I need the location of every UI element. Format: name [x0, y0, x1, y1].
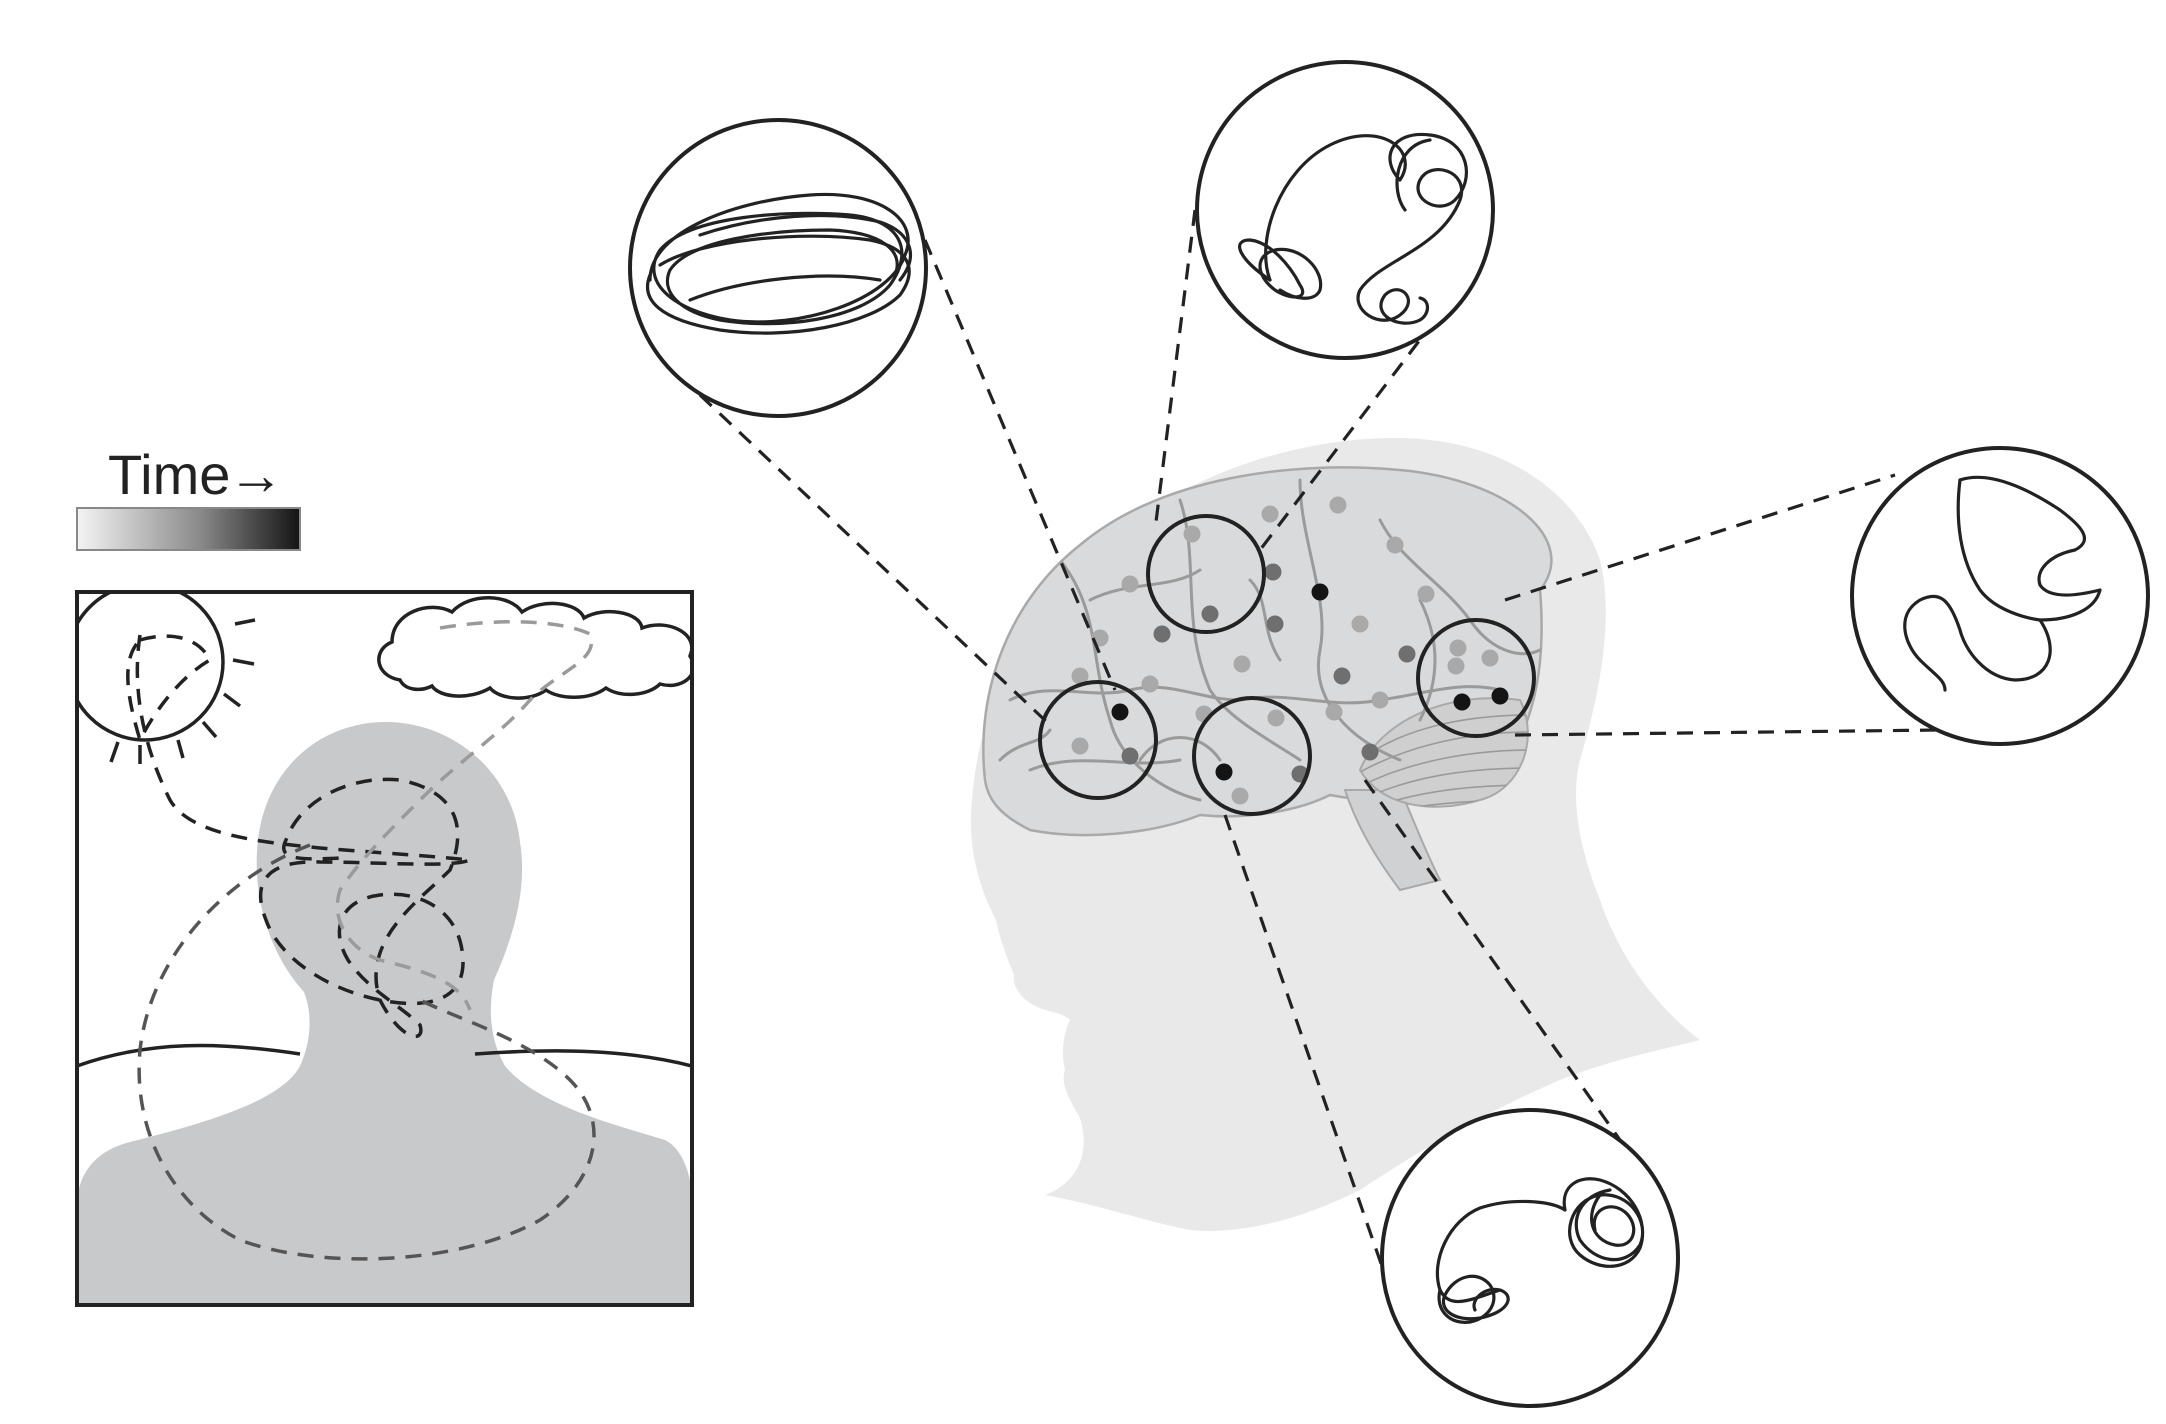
zoom-circle-2 — [1195, 60, 1495, 360]
zoom-circle-3 — [1850, 446, 2150, 746]
region-circle-temporal — [1192, 696, 1312, 816]
region-circle-prefrontal — [1038, 680, 1158, 800]
zoom-circle-4 — [1380, 1108, 1680, 1408]
activity-dots — [1071, 496, 1509, 805]
time-gradient-bar — [76, 507, 301, 551]
time-arrow-icon: → — [228, 443, 284, 506]
time-label: Time — [108, 443, 230, 506]
time-legend: Time → — [76, 443, 301, 551]
person-silhouette — [77, 721, 692, 1305]
zoom-connectors — [698, 209, 1941, 1276]
zoom-circle-1 — [628, 118, 928, 418]
region-circle-occipital — [1416, 618, 1536, 738]
region-circle-frontal — [1146, 514, 1266, 634]
scene-panel — [75, 590, 694, 1307]
sun-icon — [77, 592, 256, 764]
brain-icon — [982, 466, 1553, 892]
